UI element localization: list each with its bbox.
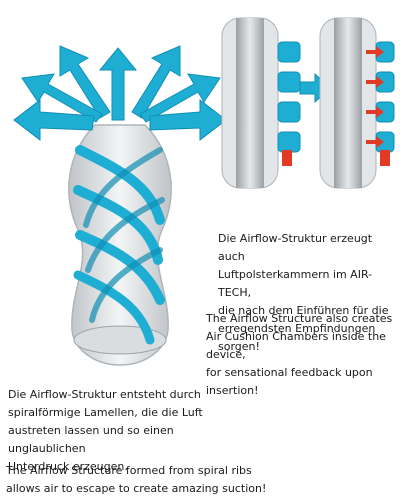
caption-de-air-cushion: Die Airflow-Struktur erzeugt auch Luftpo… <box>218 232 389 353</box>
spiral-ribs <box>73 145 165 345</box>
airflow-sleeve-illustration <box>13 45 227 366</box>
caption-de-airflow: Die Airflow-Struktur entsteht durch spir… <box>8 388 203 473</box>
caption-en-air-cushion: The Airflow Structure also creates Air C… <box>206 312 393 397</box>
cross-section-after <box>319 17 395 189</box>
cross-section-before <box>221 17 301 189</box>
caption-en-airflow: The Airflow Structure formed from spiral… <box>6 464 267 495</box>
airflow-arrows <box>13 45 227 142</box>
